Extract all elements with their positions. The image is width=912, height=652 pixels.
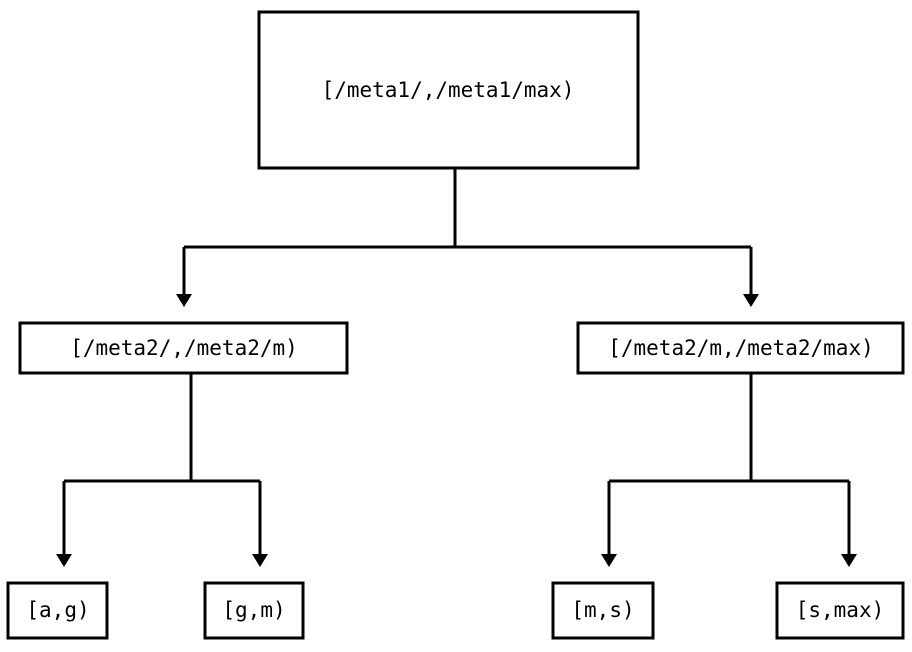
node-leaf-a-g[interactable]: [a,g) bbox=[6, 581, 109, 640]
node-box-root[interactable] bbox=[257, 10, 640, 170]
edge-group-root-to-mid bbox=[176, 168, 759, 307]
node-leaf-g-m[interactable]: [g,m) bbox=[203, 581, 305, 640]
node-box-leaf-a-g[interactable] bbox=[6, 581, 109, 640]
node-label-leaf-s-max: [s,max) bbox=[796, 598, 885, 622]
nodes-layer: [/meta1/,/meta1/max) [/meta2/,/meta2/m) [/… bbox=[6, 10, 905, 640]
arrowhead-midleft-to-leaves-0 bbox=[56, 554, 72, 567]
arrowhead-root-to-mid-0 bbox=[176, 294, 192, 307]
node-label-leaf-a-g: [a,g) bbox=[26, 598, 89, 622]
node-leaf-s-max[interactable]: [s,max) bbox=[775, 581, 905, 640]
node-box-leaf-m-s[interactable] bbox=[551, 581, 655, 640]
node-label-root: [/meta1/,/meta1/max) bbox=[322, 78, 575, 102]
node-mid-left[interactable]: [/meta2/,/meta2/m) bbox=[18, 321, 349, 375]
arrowhead-midright-to-leaves-1 bbox=[841, 554, 857, 567]
edge-group-midright-to-leaves bbox=[601, 373, 857, 567]
node-box-leaf-g-m[interactable] bbox=[203, 581, 305, 640]
arrowhead-midleft-to-leaves-1 bbox=[252, 554, 268, 567]
node-label-mid-right: [/meta2/m,/meta2/max) bbox=[608, 336, 874, 360]
node-root[interactable]: [/meta1/,/meta1/max) bbox=[257, 10, 640, 170]
node-mid-right[interactable]: [/meta2/m,/meta2/max) bbox=[576, 321, 905, 375]
arrowhead-root-to-mid-1 bbox=[743, 294, 759, 307]
node-label-leaf-m-s: [m,s) bbox=[571, 598, 634, 622]
node-label-leaf-g-m: [g,m) bbox=[222, 598, 285, 622]
node-box-mid-left[interactable] bbox=[18, 321, 349, 375]
node-box-leaf-s-max[interactable] bbox=[775, 581, 905, 640]
node-box-mid-right[interactable] bbox=[576, 321, 905, 375]
arrowhead-midright-to-leaves-0 bbox=[601, 554, 617, 567]
node-label-mid-left: [/meta2/,/meta2/m) bbox=[70, 336, 298, 360]
node-leaf-m-s[interactable]: [m,s) bbox=[551, 581, 655, 640]
edge-group-midleft-to-leaves bbox=[56, 373, 268, 567]
edges-layer bbox=[56, 168, 857, 567]
